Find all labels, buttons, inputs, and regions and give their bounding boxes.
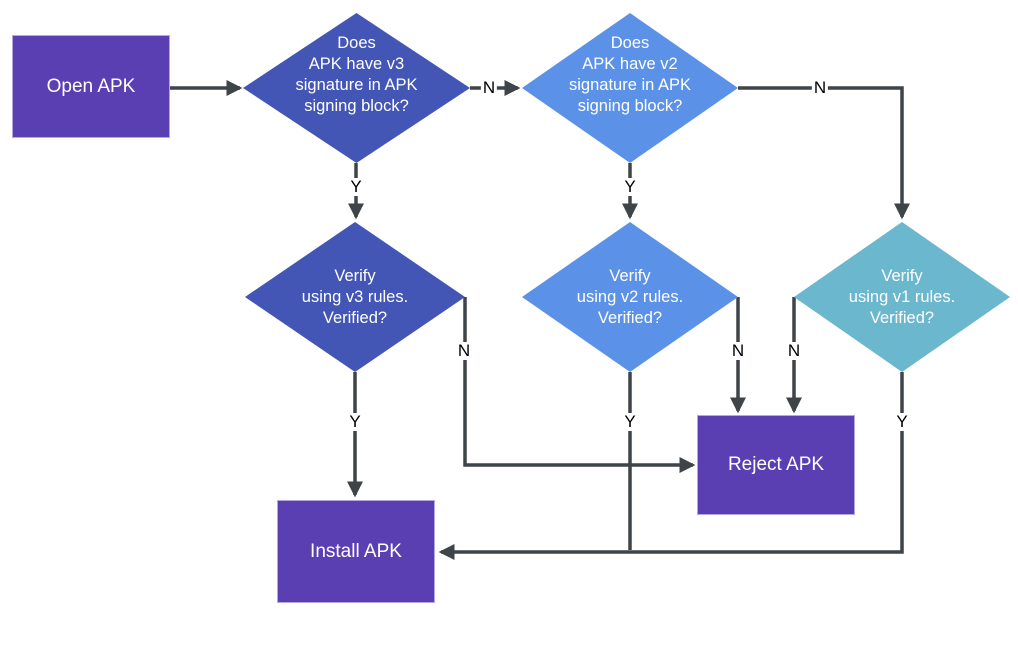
edge-label-verifyv3-yes: Y	[347, 412, 363, 431]
edge-label-verifyv2-no: N	[729, 341, 747, 360]
node-install-apk: Install APK	[277, 500, 435, 603]
edge-label-verifyv1-no: N	[785, 341, 803, 360]
node-verify-v3-label: Verify using v3 rules. Verified?	[301, 266, 409, 327]
node-has-v2-signature-label: Does APK have v2 signature in APK signin…	[569, 34, 691, 115]
edge-label-verifyv1-yes: Y	[894, 412, 910, 431]
edge-label-hasv3-yes: Y	[348, 177, 364, 196]
node-reject-apk: Reject APK	[697, 415, 855, 515]
node-open-apk: Open APK	[12, 35, 170, 138]
edge-label-hasv2-yes: Y	[622, 177, 638, 196]
node-reject-apk-label: Reject APK	[727, 454, 825, 475]
edge-label-hasv3-no: N	[480, 78, 498, 97]
node-open-apk-label: Open APK	[46, 75, 136, 97]
node-has-v3-signature-label: Does APK have v3 signature in APK signin…	[295, 34, 418, 115]
node-verify-v2-label: Verify using v2 rules. Verified?	[576, 266, 684, 327]
edge-hasv2-no-to-verifyv1	[738, 86, 911, 220]
edge-label-hasv2-no: N	[811, 78, 829, 97]
edge-label-verifyv3-no: N	[455, 341, 473, 360]
node-verify-v1-label: Verify using v1 rules. Verified?	[848, 266, 956, 327]
edge-verifyv1-yes-to-install	[438, 372, 904, 561]
edge-label-verifyv2-yes: Y	[622, 412, 638, 431]
node-install-apk-label: Install APK	[310, 540, 402, 562]
